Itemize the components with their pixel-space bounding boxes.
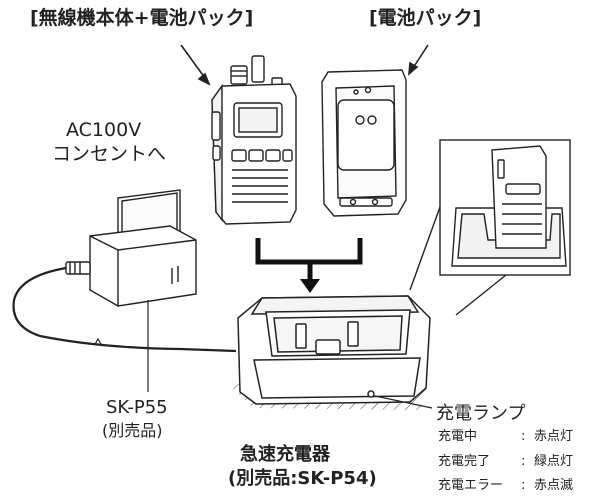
- radio-pointer-arrow: [180, 44, 211, 86]
- charger-note-label: (別売品:SK-P54): [228, 468, 377, 489]
- lamp-status-state-2: 充電完了: [438, 454, 491, 469]
- lamp-leader: [374, 395, 433, 409]
- adapter-note-label: (別売品): [102, 421, 163, 440]
- rapid-charger-illustration: [228, 295, 431, 410]
- battery-pointer-arrow: [408, 44, 429, 76]
- radio-unit-illustration: [211, 55, 297, 225]
- inset-detail: [409, 139, 571, 316]
- lamp-status-indicator-1: 赤点灯: [534, 429, 574, 444]
- charge-lamp-title: 充電ランプ: [436, 403, 526, 424]
- lamp-status-sep-1: :: [521, 429, 526, 444]
- lamp-status-indicator-2: 緑点灯: [534, 454, 574, 469]
- battery-pack-illustration: [321, 69, 407, 217]
- charger-name-label: 急速充電器: [240, 444, 330, 465]
- dc-cable: [12, 266, 237, 353]
- lamp-status-sep-3: :: [521, 478, 526, 493]
- adapter-model-label: SK-P55: [106, 397, 168, 418]
- assembly-arrowhead: [300, 279, 320, 293]
- lamp-status-state-3: 充電エラー: [438, 478, 504, 493]
- lamp-status-state-1: 充電中: [438, 429, 478, 444]
- assembly-arrow: [255, 238, 363, 281]
- radio-with-battery-label: [無線機本体+電池パック]: [30, 7, 254, 29]
- ac-outlet-label-line2: コンセントへ: [52, 143, 167, 165]
- battery-pack-label: [電池パック]: [369, 7, 482, 29]
- lamp-status-sep-2: :: [521, 454, 526, 469]
- ac-adapter-illustration: [65, 189, 197, 307]
- ac-outlet-label-line1: AC100V: [66, 119, 142, 141]
- lamp-status-indicator-3: 赤点滅: [534, 478, 574, 493]
